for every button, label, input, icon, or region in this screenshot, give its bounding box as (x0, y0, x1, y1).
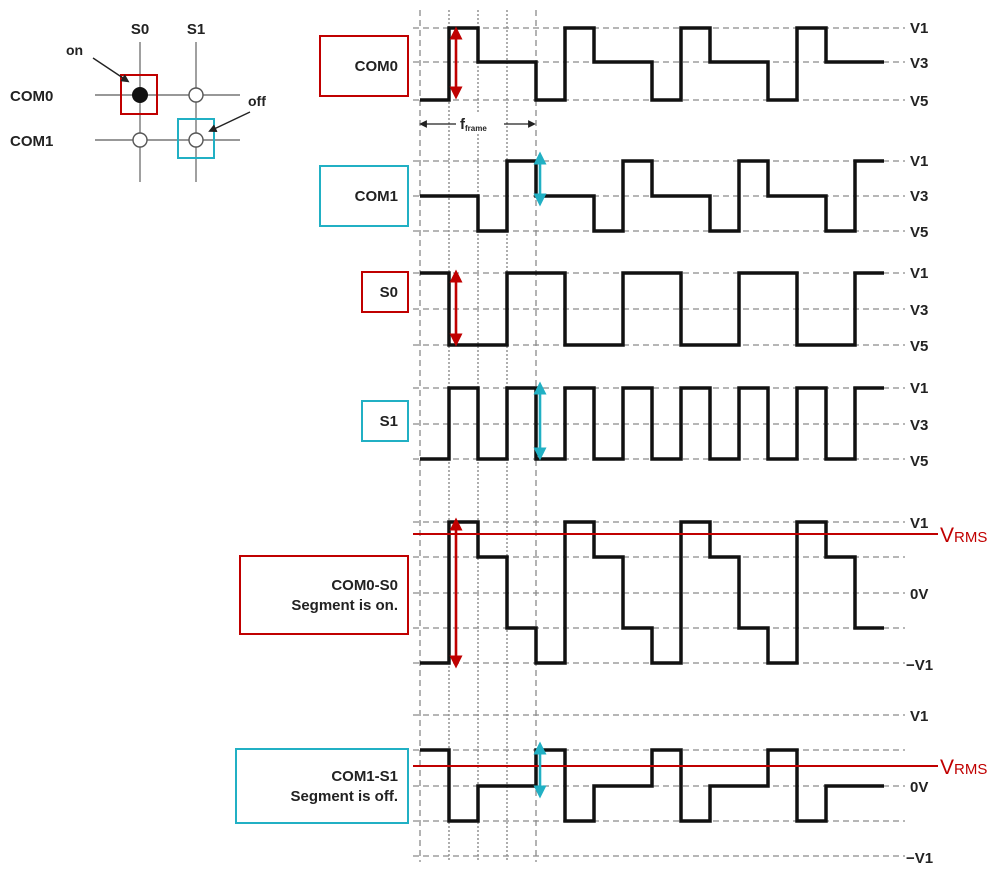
com0-waveform (420, 26, 884, 102)
com1-s1-waveform (420, 748, 884, 823)
matrix-col-s0: S0 (131, 21, 149, 38)
level-v3: V3 (910, 188, 928, 205)
level-v1: V1 (910, 20, 928, 37)
s1-waveform (420, 386, 884, 461)
matrix-row-com1: COM1 (10, 133, 53, 150)
level-v5: V5 (910, 453, 928, 470)
level-0v: 0V (910, 779, 928, 796)
com0-s0-label: Segment is on. (291, 597, 398, 614)
pixel-on-dot (132, 87, 148, 103)
matrix-row-com0: COM0 (10, 88, 53, 105)
segment-matrix: S0 S1 COM0 COM1 on off (10, 21, 266, 182)
vrms-markers: VRMS VRMS (413, 524, 987, 779)
level-v3: V3 (910, 417, 928, 434)
com0-label-box (319, 35, 409, 97)
level-v3: V3 (910, 55, 928, 72)
level-0v: 0V (910, 586, 928, 603)
level-labels: V1 V3 V5 V1 V3 V5 V1 V3 V5 V1 V3 V5 V1 0… (906, 20, 933, 867)
com0-label: COM0 (355, 58, 398, 75)
com0-s0-label: COM0-S0 (331, 577, 398, 594)
frame-period-label: fframe (460, 116, 487, 133)
matrix-off-label: off (248, 93, 266, 109)
com1-s1-label: COM1-S1 (331, 768, 398, 785)
com1-label: COM1 (355, 188, 398, 205)
level-v1: V1 (910, 380, 928, 397)
matrix-col-s1: S1 (187, 21, 205, 38)
pixel-dot (188, 87, 204, 103)
vrms-label-on: VRMS (940, 524, 987, 547)
level-v1: V1 (910, 708, 928, 725)
s1-label: S1 (380, 413, 398, 430)
com1-label-box (319, 165, 409, 227)
level-v5: V5 (910, 338, 928, 355)
off-pointer-arrow (208, 111, 251, 132)
com1-s1-label-box (235, 748, 409, 824)
level-v5: V5 (910, 93, 928, 110)
pixel-dot (132, 132, 148, 148)
s1-label-box (361, 400, 409, 442)
level-v3: V3 (910, 302, 928, 319)
frame-label-bg (456, 114, 504, 134)
s0-waveform (420, 271, 884, 347)
pixel-on-highlight (120, 74, 158, 115)
pixel-off-dot (188, 132, 204, 148)
com1-s1-label: Segment is off. (290, 788, 398, 805)
com0-s0-waveform (420, 520, 884, 665)
waveforms (420, 26, 884, 823)
s0-label-box (361, 271, 409, 313)
level-v1: V1 (910, 153, 928, 170)
level-neg-v1: −V1 (906, 850, 933, 867)
level-neg-v1: −V1 (906, 657, 933, 674)
waveform-grid (413, 10, 905, 862)
frame-period-marker: fframe (419, 114, 536, 134)
com1-waveform (420, 159, 884, 233)
swing-arrows (449, 26, 547, 799)
level-v1: V1 (910, 515, 928, 532)
s0-label: S0 (380, 284, 398, 301)
vrms-label-off: VRMS (940, 756, 987, 779)
com0-s0-label-box (239, 555, 409, 635)
on-pointer-arrow (92, 57, 130, 83)
pixel-off-highlight (177, 118, 215, 159)
matrix-on-label: on (66, 42, 83, 58)
level-v1: V1 (910, 265, 928, 282)
level-v5: V5 (910, 224, 928, 241)
